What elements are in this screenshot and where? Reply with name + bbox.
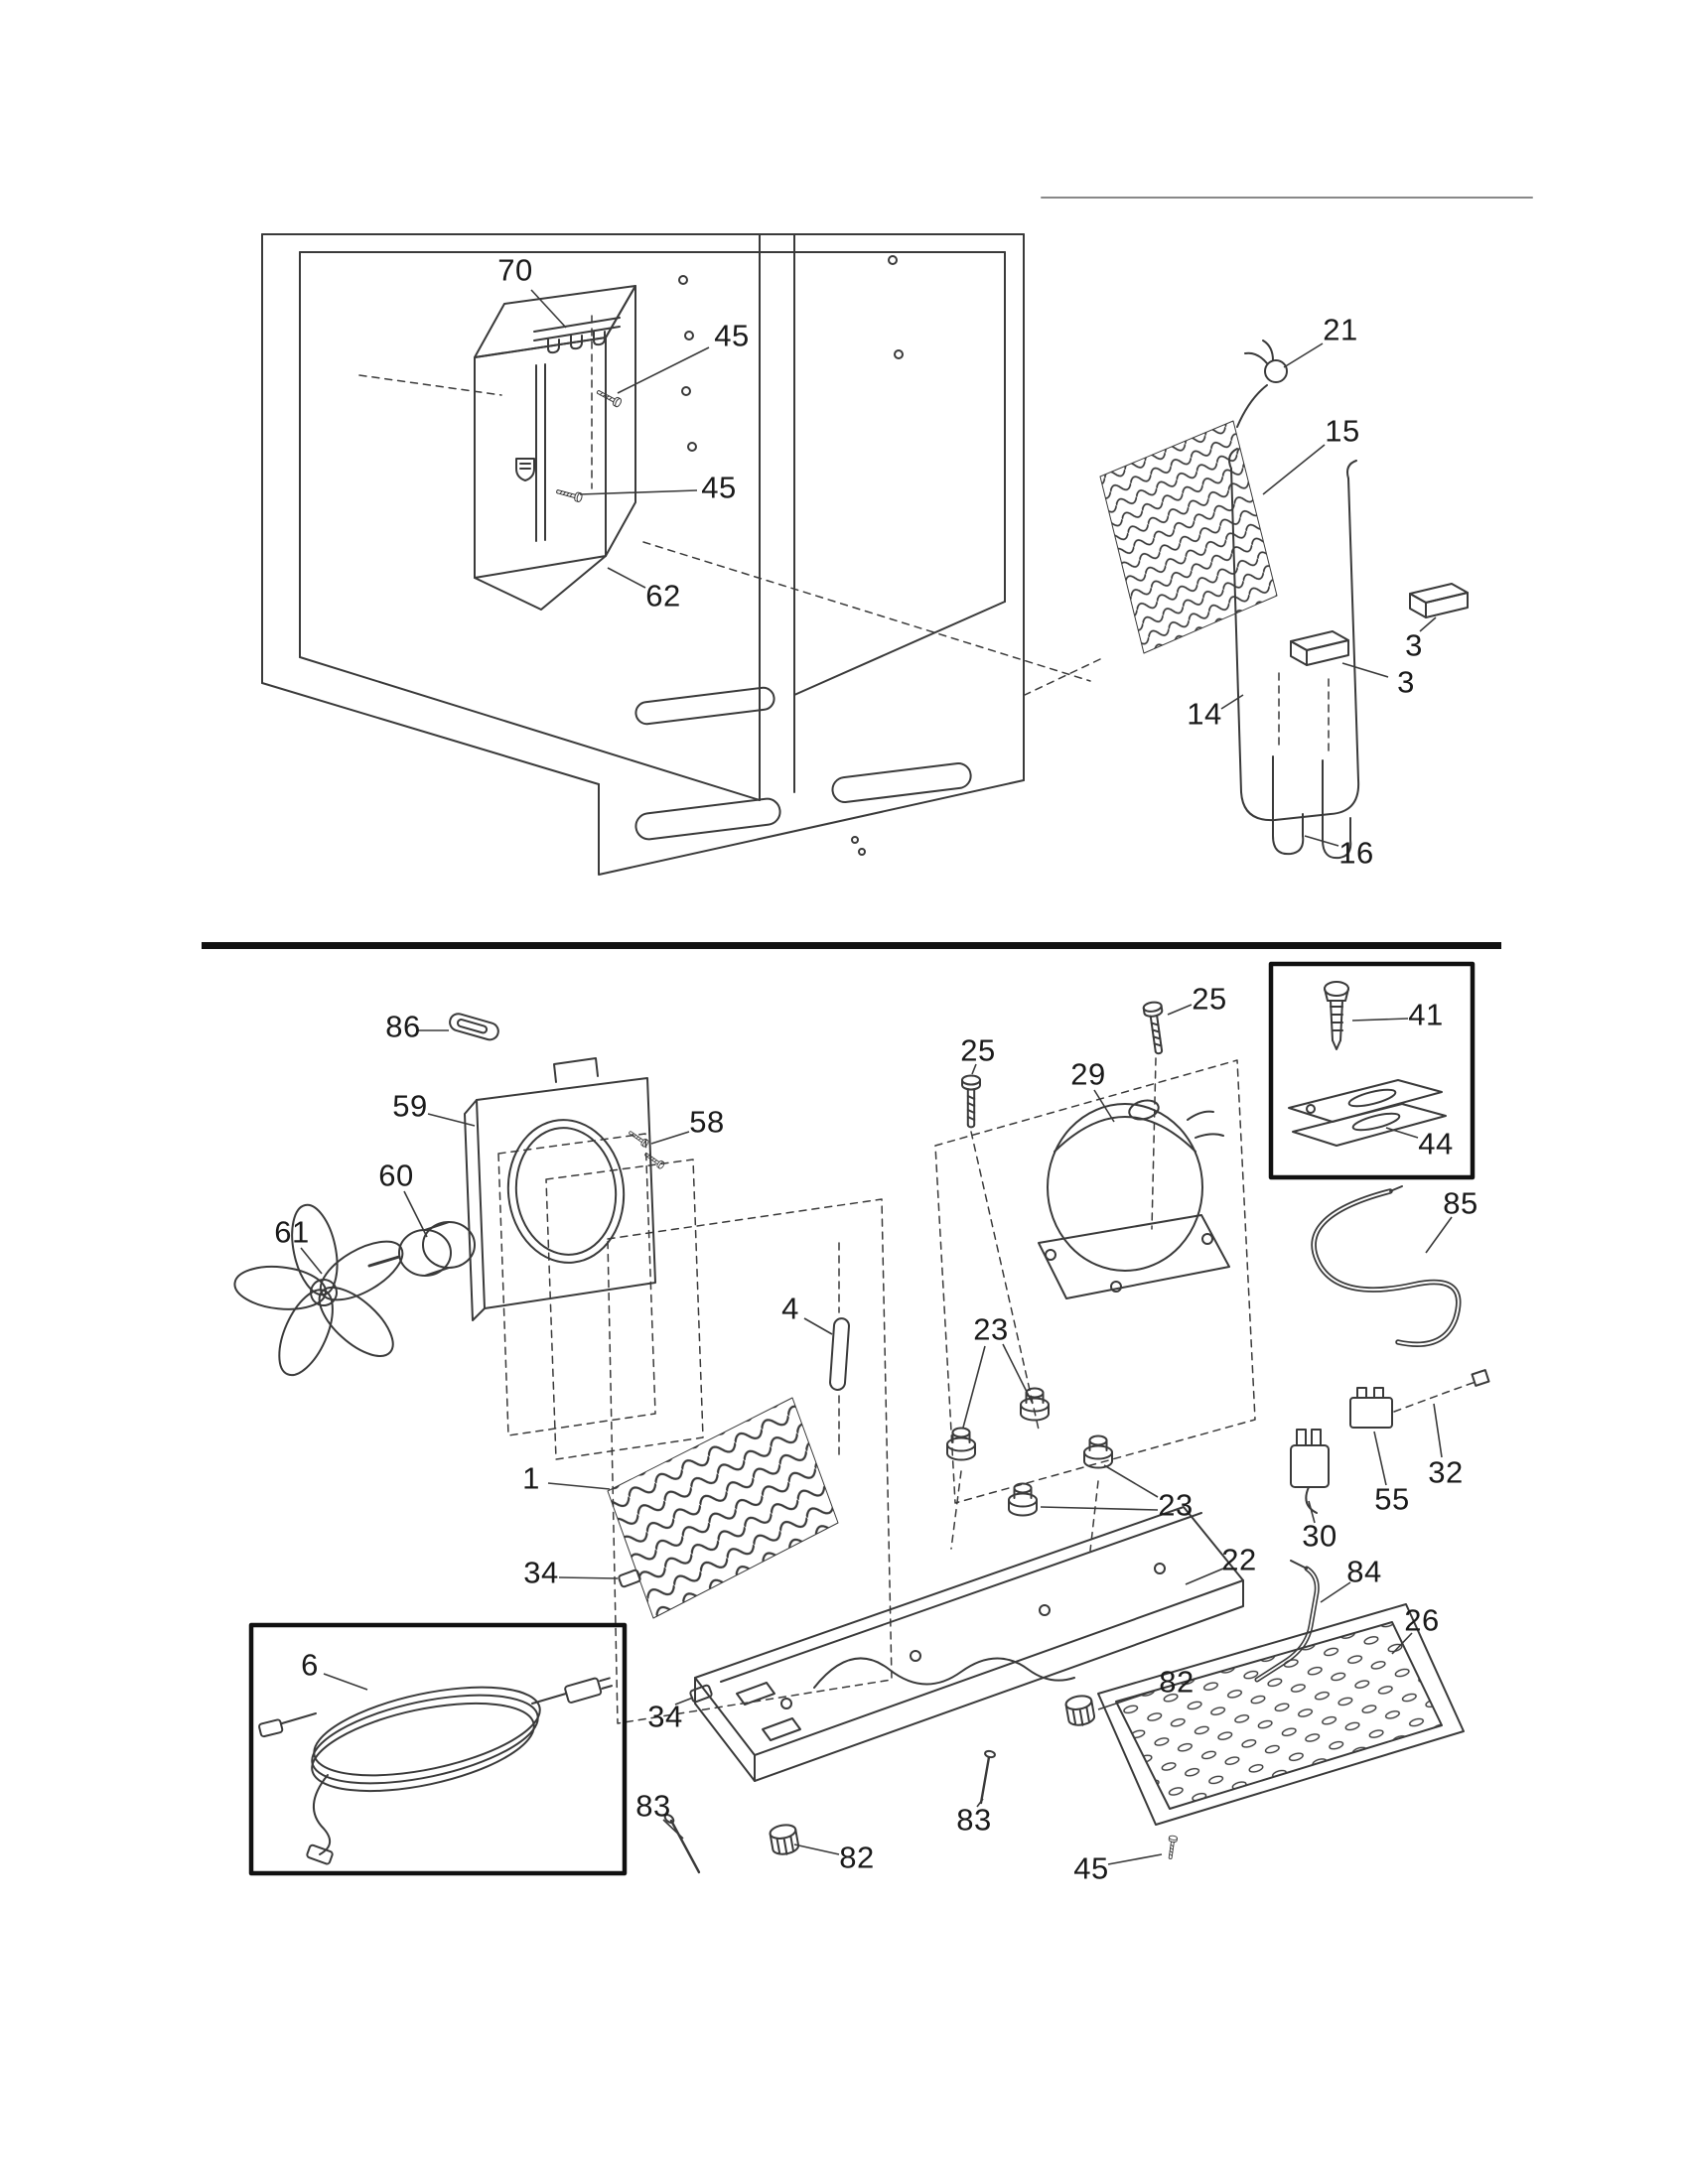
base-plate xyxy=(694,1506,1244,1782)
leader-line-6 xyxy=(323,1673,368,1691)
condenser-coil-upper xyxy=(1099,384,1278,654)
pan-screw-45 xyxy=(1166,1835,1179,1860)
inset-box-a xyxy=(1268,961,1476,1180)
leader-line-25 xyxy=(971,1063,977,1075)
drain-pan xyxy=(1097,1603,1465,1826)
leader-line-14 xyxy=(1220,694,1244,710)
leader-line-16 xyxy=(1304,835,1339,847)
cabinet-outline xyxy=(261,233,1025,876)
defrost-thermostat xyxy=(1244,340,1288,383)
leader-line-62 xyxy=(607,567,646,589)
ice-container xyxy=(474,285,636,611)
drier-capsule xyxy=(829,1317,850,1391)
fan-motor xyxy=(367,1221,476,1277)
leader-line-1 xyxy=(547,1482,611,1490)
compressor-screw-left xyxy=(961,1074,981,1129)
leader-line-45 xyxy=(1107,1853,1163,1865)
leader-line-30 xyxy=(1308,1500,1316,1524)
leader-line-23 xyxy=(962,1345,986,1429)
inset-box-b xyxy=(248,1622,628,1876)
power-cord xyxy=(258,1677,614,1865)
condenser-coil-lower xyxy=(607,1397,839,1619)
overload-switch xyxy=(1349,1369,1490,1429)
screw-45-top xyxy=(595,387,624,409)
fan-mount-clip xyxy=(449,1013,499,1041)
spacer-bushing-2 xyxy=(768,1822,801,1858)
compressor xyxy=(1038,1099,1230,1299)
section-divider xyxy=(202,942,1501,949)
leader-line-58 xyxy=(650,1131,690,1145)
leader-line-29 xyxy=(1093,1089,1115,1123)
leader-line-3 xyxy=(1341,662,1389,678)
leader-line-32 xyxy=(1433,1403,1443,1458)
leader-line-23 xyxy=(1002,1343,1034,1405)
fan-shroud xyxy=(464,1057,656,1321)
leader-line-45 xyxy=(617,346,710,394)
leader-line-34 xyxy=(674,1697,694,1706)
leader-line-44 xyxy=(1385,1127,1419,1139)
leader-line-22 xyxy=(1185,1568,1224,1585)
leader-line-23 xyxy=(1103,1464,1159,1498)
leader-line-3 xyxy=(1419,616,1437,632)
leader-line-83 xyxy=(976,1798,984,1808)
clamp-right xyxy=(1409,583,1469,618)
leader-line-41 xyxy=(1351,1018,1409,1022)
leader-line-55 xyxy=(1373,1431,1387,1486)
leader-line-4 xyxy=(803,1317,833,1335)
leader-line-15 xyxy=(1262,444,1326,495)
leader-line-82 xyxy=(1097,1689,1159,1710)
mounting-grommets xyxy=(946,1387,1113,1517)
leader-line-25 xyxy=(1167,1004,1193,1016)
mounting-pins xyxy=(663,1749,996,1874)
leader-line-85 xyxy=(1425,1216,1453,1254)
leader-line-23 xyxy=(1040,1506,1159,1511)
ice-maker-mount-rail xyxy=(533,317,624,503)
screw-45-front xyxy=(555,486,584,503)
leader-line-82 xyxy=(793,1843,840,1855)
start-relay xyxy=(1290,1429,1330,1514)
coil-clips xyxy=(618,1569,713,1704)
leader-line-60 xyxy=(403,1190,428,1238)
clamp-left xyxy=(1290,630,1349,666)
spacer-bushing-1 xyxy=(1063,1693,1097,1729)
leader-line-45 xyxy=(579,489,698,495)
fan-blade xyxy=(233,1203,404,1377)
leader-line-26 xyxy=(1391,1632,1413,1655)
leader-line-84 xyxy=(1320,1581,1351,1603)
assembly-guides-top xyxy=(358,315,1330,755)
drain-hooks xyxy=(1272,755,1352,860)
leader-line-70 xyxy=(530,289,567,329)
leader-line-34 xyxy=(558,1576,619,1579)
assembly-guides-bottom xyxy=(497,1057,1477,1724)
leader-line-61 xyxy=(300,1247,323,1275)
leader-line-83 xyxy=(662,1819,684,1840)
leader-line-59 xyxy=(427,1113,476,1127)
leader-line-21 xyxy=(1283,342,1324,368)
leader-lines-layer xyxy=(300,289,1453,1865)
compressor-screw-right xyxy=(1142,1000,1170,1056)
discharge-tube xyxy=(1311,1185,1462,1348)
